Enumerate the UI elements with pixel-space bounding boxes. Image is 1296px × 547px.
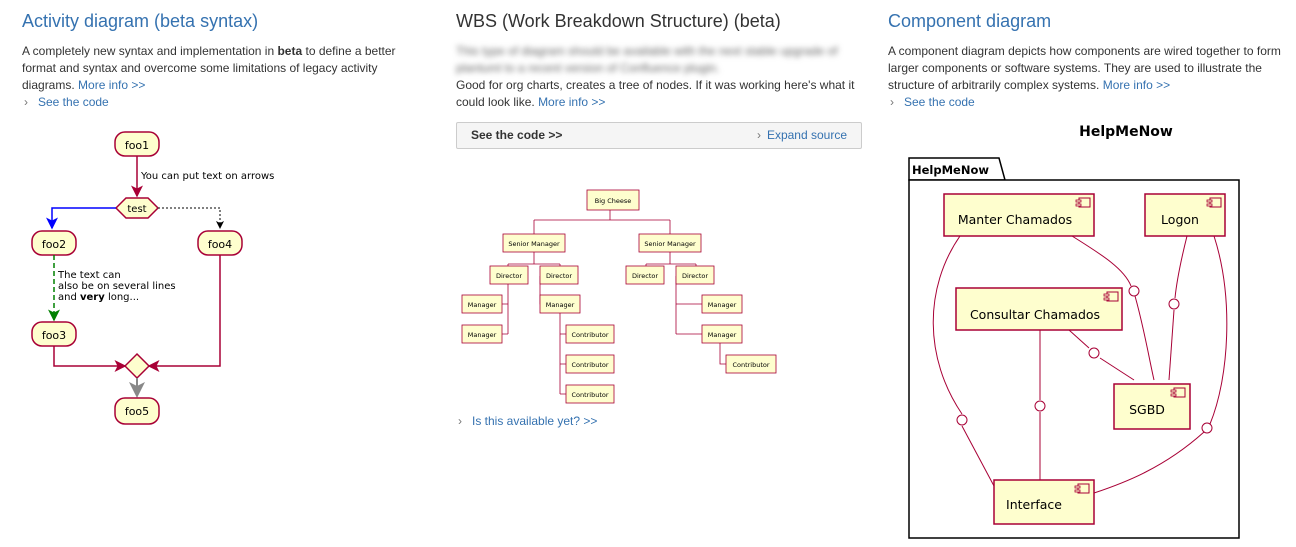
chevron-right-icon: › [24,95,28,109]
wbs-node: Contributor [565,384,615,404]
wbs-node: Senior Manager [638,233,702,253]
wbs-code-bar: See the code >> ›Expand source [456,122,862,149]
svg-text:Manager: Manager [708,301,737,309]
component-see-code-toggle[interactable]: ›See the code [890,95,975,109]
svg-text:Director: Director [682,272,708,280]
wbs-see-code-label: See the code >> [471,128,563,142]
svg-text:Director: Director [496,272,522,280]
component-title: Component diagram [888,11,1052,31]
component-diagram-title: HelpMeNow [1079,124,1173,140]
component-interface: Interface [993,479,1095,525]
svg-text:Senior Manager: Senior Manager [508,240,560,248]
svg-text:foo4: foo4 [208,238,232,251]
wbs-node: Director [489,265,529,285]
activity-merge [123,352,151,380]
activity-description: A completely new syntax and implementati… [22,44,396,92]
wbs-node: Contributor [565,354,615,374]
svg-text:Consultar Chamados: Consultar Chamados [970,307,1100,322]
wbs-node: Manager [539,294,581,314]
activity-node-foo5: foo5 [114,397,160,425]
wbs-more-info-link[interactable]: More info >> [538,95,606,109]
activity-see-code-toggle[interactable]: ›See the code [24,95,109,109]
activity-node-foo1: foo1 [114,131,160,157]
activity-more-info-link[interactable]: More info >> [78,78,146,92]
component-diagram: HelpMeNow HelpMeNow [908,124,1240,539]
note-line-3: and very long... [58,292,139,303]
component-sgbd: SGBD [1113,383,1191,430]
wbs-node: Manager [701,324,743,344]
activity-node-foo3: foo3 [31,321,77,347]
activity-node-foo2: foo2 [31,230,77,256]
svg-text:Manter Chamados: Manter Chamados [958,212,1072,227]
activity-node-foo4: foo4 [197,230,243,256]
svg-text:Manager: Manager [468,331,497,339]
wbs-node: Director [675,265,715,285]
wbs-node: Manager [461,324,503,344]
svg-text:HelpMeNow: HelpMeNow [912,163,989,177]
svg-text:test: test [127,204,146,215]
wbs-blurred-text: This type of diagram should be available… [456,44,838,75]
component-consultar-chamados: Consultar Chamados [955,287,1123,331]
svg-text:Manager: Manager [708,331,737,339]
wbs-node: Manager [461,294,503,314]
component-description: A component diagram depicts how componen… [888,44,1281,92]
svg-text:foo2: foo2 [42,238,66,251]
note-line-2: also be on several lines [58,281,176,292]
svg-text:Manager: Manager [546,301,575,309]
wbs-node: Big Cheese [586,189,640,211]
svg-text:Contributor: Contributor [571,361,608,369]
wbs-node: Senior Manager [502,233,566,253]
svg-text:Manager: Manager [468,301,497,309]
svg-text:SGBD: SGBD [1129,402,1165,417]
component-manter-chamados: Manter Chamados [943,193,1095,237]
svg-text:Contributor: Contributor [571,331,608,339]
svg-text:Interface: Interface [1006,497,1062,512]
component-logon: Logon [1144,193,1226,237]
activity-title: Activity diagram (beta syntax) [22,11,259,31]
wbs-description: Good for org charts, creates a tree of n… [456,78,855,109]
component-more-info-link[interactable]: More info >> [1102,78,1171,92]
note-line-1: The text can [57,270,121,281]
wbs-node: Contributor [565,324,615,344]
svg-text:Contributor: Contributor [571,391,608,399]
svg-text:foo5: foo5 [125,405,149,418]
wbs-available-toggle[interactable]: ›Is this available yet? >> [458,414,598,428]
activity-diagram: foo1 You can put text on arrows test foo… [31,131,274,425]
svg-text:Contributor: Contributor [732,361,769,369]
chevron-right-icon: › [458,414,462,428]
wbs-node: Director [539,265,579,285]
svg-text:foo3: foo3 [42,329,66,342]
activity-decision-test: test [114,197,160,219]
arrow-label: You can put text on arrows [140,171,274,182]
svg-text:Senior Manager: Senior Manager [644,240,696,248]
svg-text:Director: Director [632,272,658,280]
wbs-node: Director [625,265,665,285]
svg-text:Logon: Logon [1161,212,1199,227]
svg-text:Big Cheese: Big Cheese [595,197,632,205]
svg-text:foo1: foo1 [125,139,149,152]
wbs-node: Contributor [725,354,777,374]
wbs-node: Manager [701,294,743,314]
chevron-right-icon: › [890,95,894,109]
wbs-diagram: Big Cheese Senior Manager Senior Manager… [461,189,777,404]
svg-text:Director: Director [546,272,572,280]
package-helpmenow: HelpMeNow [908,157,1240,539]
chevron-right-icon: › [756,128,761,142]
wbs-title: WBS (Work Breakdown Structure) (beta) [456,11,781,31]
wbs-expand-source-button[interactable]: ›Expand source [756,128,847,142]
